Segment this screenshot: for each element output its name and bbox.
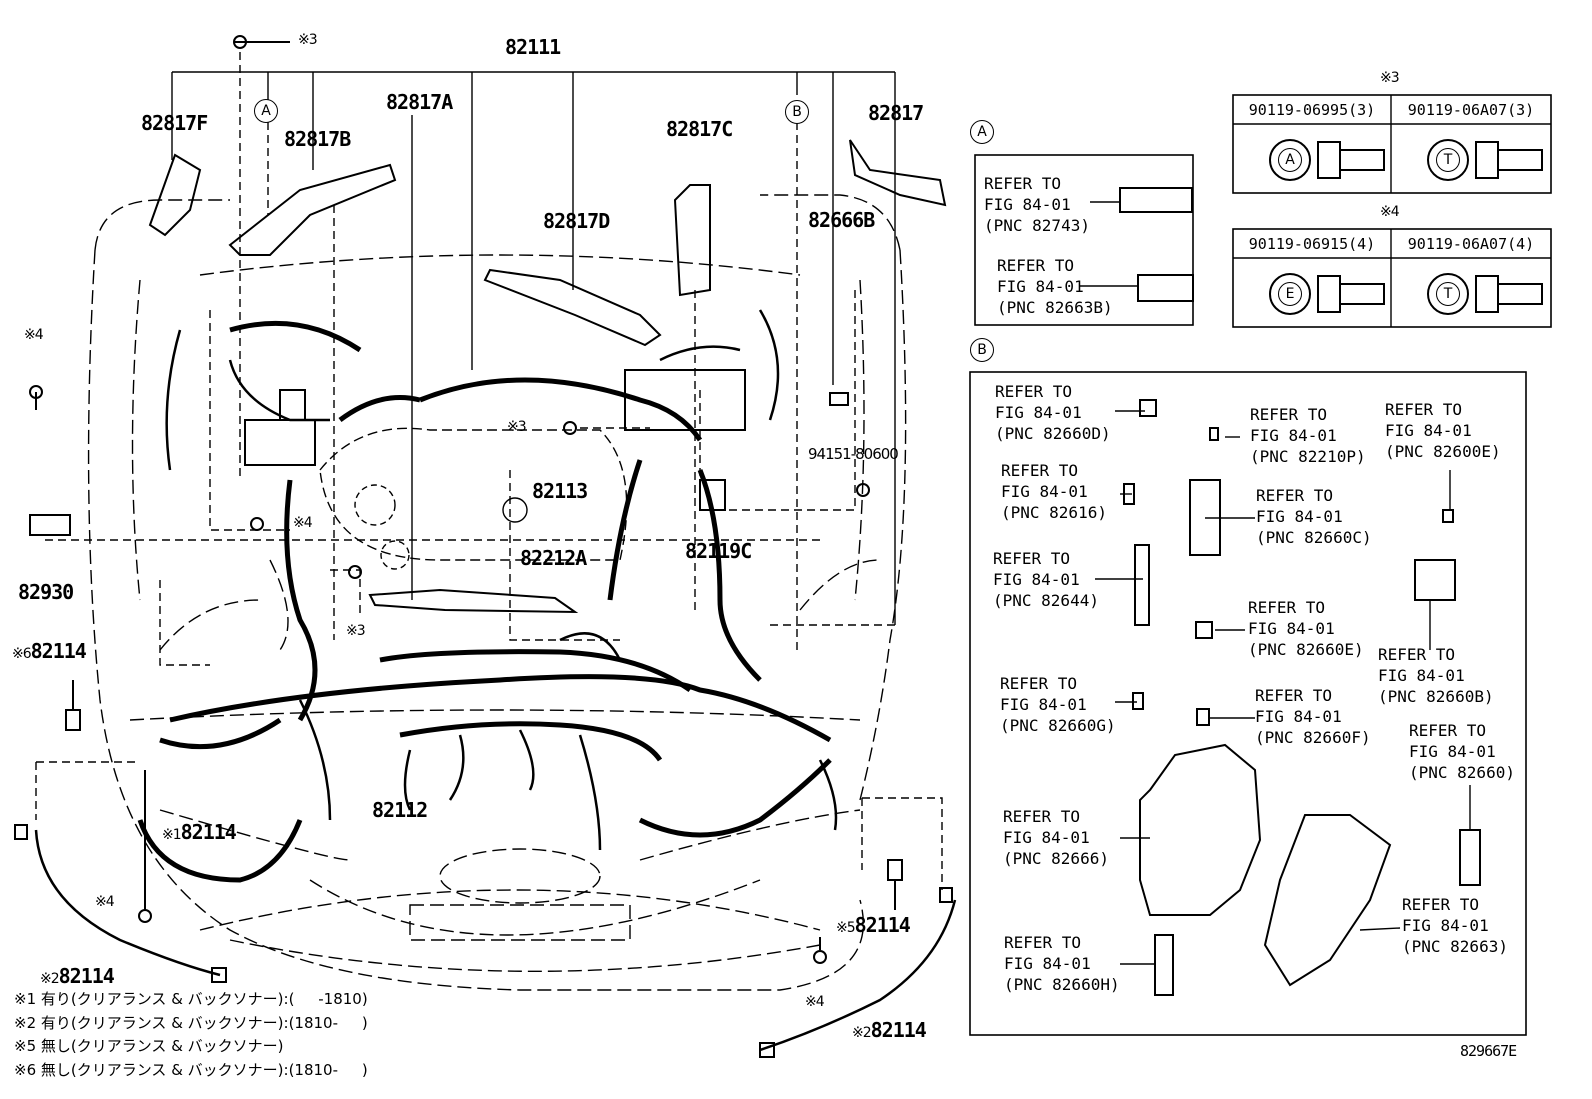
car-body-outline: [87, 194, 907, 991]
box-b-ref-82210p: REFER TO FIG 84-01 (PNC 82210P): [1250, 405, 1366, 466]
mark-m3-center: ※3: [507, 419, 527, 435]
label-82114-m5: ※582114: [836, 913, 911, 937]
label-82112: 82112: [372, 798, 428, 822]
callout-a-box: A: [970, 120, 994, 144]
label-94151-80600: 94151-80600: [808, 445, 899, 463]
label-82111: 82111: [505, 35, 561, 59]
label-82817: 82817: [868, 101, 924, 125]
label-82113: 82113: [532, 479, 588, 503]
box-b-ref-82660c: REFER TO FIG 84-01 (PNC 82660C): [1256, 486, 1372, 547]
note-2: ※2 有り(クリアランス & バックソナー):(1810- ): [14, 1014, 368, 1032]
note-6: ※6 無し(クリアランス & バックソナー):(1810- ): [14, 1061, 368, 1079]
fastener-90119-06a07-3: 90119-06A07(3): [1407, 101, 1535, 119]
box-b-ref-82660: REFER TO FIG 84-01 (PNC 82660): [1409, 721, 1515, 782]
box-a-ref-82663b: REFER TO FIG 84-01 (PNC 82663B): [997, 256, 1113, 317]
label-82817a: 82817A: [386, 90, 453, 114]
mark-m3-lower: ※3: [346, 623, 366, 639]
callout-a-main: A: [254, 99, 278, 123]
fastener-group-m3-title: ※3: [1380, 70, 1400, 86]
mark-m4-bottom-left: ※4: [95, 894, 115, 910]
callout-b-box: B: [970, 338, 994, 362]
box-b-ref-82616: REFER TO FIG 84-01 (PNC 82616): [1001, 461, 1107, 522]
mark-m4-bottom-right: ※4: [805, 994, 825, 1010]
mark-m3-top: ※3: [298, 32, 318, 48]
box-b-ref-82660b: REFER TO FIG 84-01 (PNC 82660B): [1378, 645, 1494, 706]
label-82930: 82930: [18, 580, 74, 604]
box-b-ref-82660g: REFER TO FIG 84-01 (PNC 82660G): [1000, 674, 1116, 735]
box-b-ref-82666: REFER TO FIG 84-01 (PNC 82666): [1003, 807, 1109, 868]
fastener-90119-06995: 90119-06995(3): [1248, 101, 1376, 119]
figure-code: 829667E: [1460, 1042, 1517, 1060]
fastener-icon-t-1: T: [1436, 148, 1460, 172]
box-b-ref-82660e: REFER TO FIG 84-01 (PNC 82660E): [1248, 598, 1364, 659]
fastener-icon-a: A: [1278, 148, 1302, 172]
callout-b-main: B: [785, 100, 809, 124]
fastener-group-m4-title: ※4: [1380, 204, 1400, 220]
fastener-90119-06915: 90119-06915(4): [1248, 235, 1376, 253]
label-82114-m2-right: ※282114: [852, 1018, 927, 1042]
fastener-90119-06a07-4: 90119-06A07(4): [1407, 235, 1535, 253]
mark-m4-left: ※4: [24, 327, 44, 343]
note-1: ※1 有り(クリアランス & バックソナー):( -1810): [14, 990, 368, 1008]
box-b-ref-82600e: REFER TO FIG 84-01 (PNC 82600E): [1385, 400, 1501, 461]
fastener-icon-t-2: T: [1436, 282, 1460, 306]
mark-m4-center: ※4: [293, 515, 313, 531]
label-82817f: 82817F: [141, 111, 208, 135]
box-b-ref-82660d: REFER TO FIG 84-01 (PNC 82660D): [995, 382, 1111, 443]
box-a-ref-82743: REFER TO FIG 84-01 (PNC 82743): [984, 174, 1090, 235]
label-82666b: 82666B: [808, 208, 875, 232]
label-82817b: 82817B: [284, 127, 351, 151]
label-82114-m2-left: ※282114: [40, 964, 115, 988]
label-82114-m6: ※682114: [12, 639, 87, 663]
box-b-ref-82660f: REFER TO FIG 84-01 (PNC 82660F): [1255, 686, 1371, 747]
label-82114-m1: ※182114: [162, 820, 237, 844]
label-82817d: 82817D: [543, 209, 610, 233]
label-82119c: 82119C: [685, 539, 752, 563]
fastener-icon-e: E: [1278, 282, 1302, 306]
note-5: ※5 無し(クリアランス & バックソナー): [14, 1037, 284, 1055]
box-b-ref-82644: REFER TO FIG 84-01 (PNC 82644): [993, 549, 1099, 610]
label-82212a: 82212A: [520, 546, 587, 570]
label-82817c: 82817C: [666, 117, 733, 141]
box-b-ref-82660h: REFER TO FIG 84-01 (PNC 82660H): [1004, 933, 1120, 994]
box-b-ref-82663: REFER TO FIG 84-01 (PNC 82663): [1402, 895, 1508, 956]
